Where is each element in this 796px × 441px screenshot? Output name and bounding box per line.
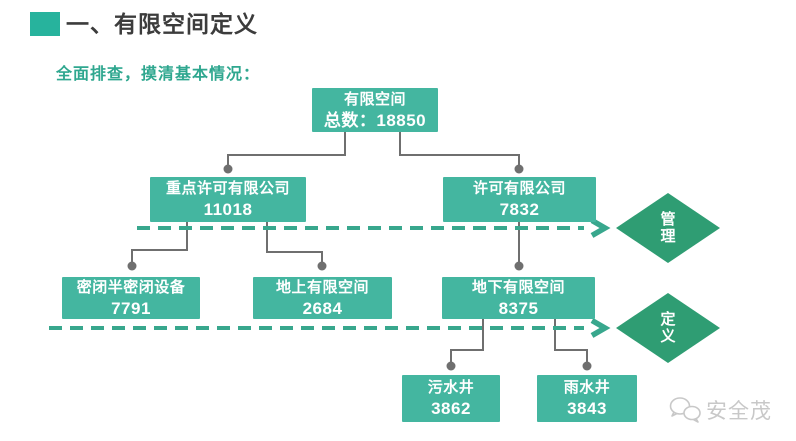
connector-dot	[223, 164, 233, 174]
arrowhead-definition-icon	[590, 318, 611, 338]
node-value: 3843	[567, 399, 607, 418]
node-value: 7791	[111, 298, 151, 318]
node-label: 重点许可有限公司	[165, 180, 290, 197]
node-label: 密闭半密闭设备	[76, 278, 186, 296]
page-title: 一、有限空间定义	[66, 11, 258, 37]
subtitle: 全面排查，摸清基本情况：	[56, 66, 261, 83]
connector-dot	[317, 261, 327, 271]
connector-dot	[514, 261, 524, 271]
node-above-ground-space: 地上有限空间 2684	[253, 277, 392, 319]
node-enclosed-equipment: 密闭半密闭设备 7791	[62, 277, 200, 319]
connector-dot	[127, 261, 137, 271]
node-value: 11018	[203, 200, 253, 219]
node-value: 3862	[431, 399, 471, 418]
diamond-label: 定 义	[660, 311, 676, 345]
node-total: 有限空间 总数：18850	[312, 88, 438, 132]
node-value: 2684	[302, 298, 343, 318]
title-bullet-square	[30, 12, 60, 36]
connector-key-permit-to-above	[266, 222, 323, 264]
node-key-permit-companies: 重点许可有限公司 11018	[150, 177, 306, 222]
diamond-label: 管 理	[660, 211, 676, 245]
node-below-ground-space: 地下有限空间 8375	[442, 277, 595, 319]
connector-root-to-key-permit	[227, 132, 346, 167]
node-label: 有限空间	[343, 90, 406, 108]
connector-below-to-sewage	[450, 319, 484, 364]
node-value: 8375	[498, 298, 539, 318]
node-permit-companies: 许可有限公司 7832	[443, 177, 596, 222]
wechat-icon	[669, 397, 701, 423]
connector-key-permit-to-enclosed	[131, 222, 188, 264]
node-value: 总数：18850	[323, 110, 427, 130]
node-label: 污水井	[427, 379, 475, 396]
node-label: 雨水井	[563, 379, 611, 396]
connector-root-to-permit	[399, 132, 520, 167]
connector-dot	[582, 361, 592, 371]
node-sewage-well: 污水井 3862	[402, 375, 500, 422]
watermark-text: 安全茂	[706, 400, 772, 423]
node-rain-well: 雨水井 3843	[537, 375, 637, 422]
node-label: 许可有限公司	[472, 180, 566, 197]
arrowhead-management-icon	[590, 218, 611, 238]
connector-dot	[514, 164, 524, 174]
connector-below-to-rain	[554, 319, 588, 364]
connector-dot	[446, 361, 456, 371]
node-label: 地下有限空间	[471, 278, 565, 296]
node-value: 7832	[499, 200, 540, 219]
node-label: 地上有限空间	[275, 278, 369, 296]
watermark: 安全茂	[668, 395, 772, 425]
